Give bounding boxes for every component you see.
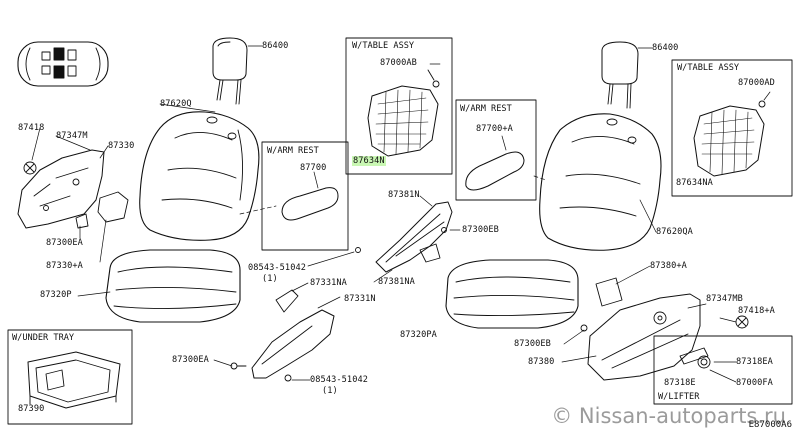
part-label[interactable]: 87620QA xyxy=(656,227,693,237)
figure-number: E87000A6 xyxy=(748,420,792,430)
part-label[interactable]: 87330 xyxy=(108,141,135,151)
right-leader-lines xyxy=(533,47,737,383)
part-label[interactable]: 87000AD xyxy=(738,78,775,88)
arm-rest-box-2 xyxy=(455,99,537,201)
part-label[interactable]: 08543-51042 xyxy=(310,375,369,385)
part-label[interactable]: 87634NA xyxy=(676,178,713,188)
part-label[interactable]: 87300EB xyxy=(514,339,551,349)
part-label[interactable]: 87418+A xyxy=(738,306,775,316)
part-label[interactable]: 87330+A xyxy=(46,261,83,271)
part-label-highlighted[interactable]: 87634N xyxy=(352,156,386,166)
part-label[interactable]: 87347MB xyxy=(706,294,743,304)
part-label[interactable]: 87331N xyxy=(344,294,376,304)
center-mechanism-drawing xyxy=(373,195,461,283)
part-label[interactable]: 87300EB xyxy=(462,225,499,235)
part-label[interactable]: 87380+A xyxy=(650,261,687,271)
part-label[interactable]: 86400 xyxy=(262,41,289,51)
part-label[interactable]: 87300EA xyxy=(46,238,83,248)
lifter-title: W/LIFTER xyxy=(658,392,700,402)
arm-rest-title-2: W/ARM REST xyxy=(460,104,512,114)
watermark: © Nissan-autoparts.ru xyxy=(551,404,786,428)
table-assy-box-2 xyxy=(671,59,793,197)
part-label[interactable]: 87318EA xyxy=(736,357,773,367)
part-label[interactable]: 87300EA xyxy=(172,355,209,365)
left-seat-drawing xyxy=(17,37,361,382)
part-label[interactable]: 87000AB xyxy=(380,58,417,68)
part-label[interactable]: 87620Q xyxy=(160,99,192,109)
under-tray-title: W/UNDER TRAY xyxy=(12,333,75,343)
part-label[interactable]: 87418 xyxy=(18,123,45,133)
part-label[interactable]: 87347M xyxy=(56,131,88,141)
part-label[interactable]: 87381N xyxy=(388,190,420,200)
part-label[interactable]: 87390 xyxy=(18,404,45,414)
vehicle-location-icon xyxy=(17,41,109,87)
part-label[interactable]: 87000FA xyxy=(736,378,773,388)
left-leader-lines xyxy=(31,45,355,381)
part-label[interactable]: 87318E xyxy=(664,378,696,388)
part-label[interactable]: 87700 xyxy=(300,163,327,173)
part-label[interactable]: 87320P xyxy=(40,290,72,300)
arm-rest-box-1 xyxy=(261,141,349,251)
part-label[interactable]: 87700+A xyxy=(476,124,513,134)
part-label[interactable]: (1) xyxy=(322,386,338,396)
table-assy-box-1 xyxy=(345,37,453,175)
arm-rest-title-1: W/ARM REST xyxy=(267,146,319,156)
part-label[interactable]: 86400 xyxy=(652,43,679,53)
table-assy-title-2: W/TABLE ASSY xyxy=(677,63,740,73)
right-seat-drawing xyxy=(445,41,793,405)
part-label[interactable]: 08543-51042 xyxy=(248,263,307,273)
part-label[interactable]: 87380 xyxy=(528,357,555,367)
part-label[interactable]: 87381NA xyxy=(378,277,415,287)
table-assy-title-1: W/TABLE ASSY xyxy=(352,41,415,51)
part-label[interactable]: 87331NA xyxy=(310,278,347,288)
part-label[interactable]: 87320PA xyxy=(400,330,437,340)
under-tray-box xyxy=(7,329,133,425)
part-label[interactable]: (1) xyxy=(262,274,278,284)
